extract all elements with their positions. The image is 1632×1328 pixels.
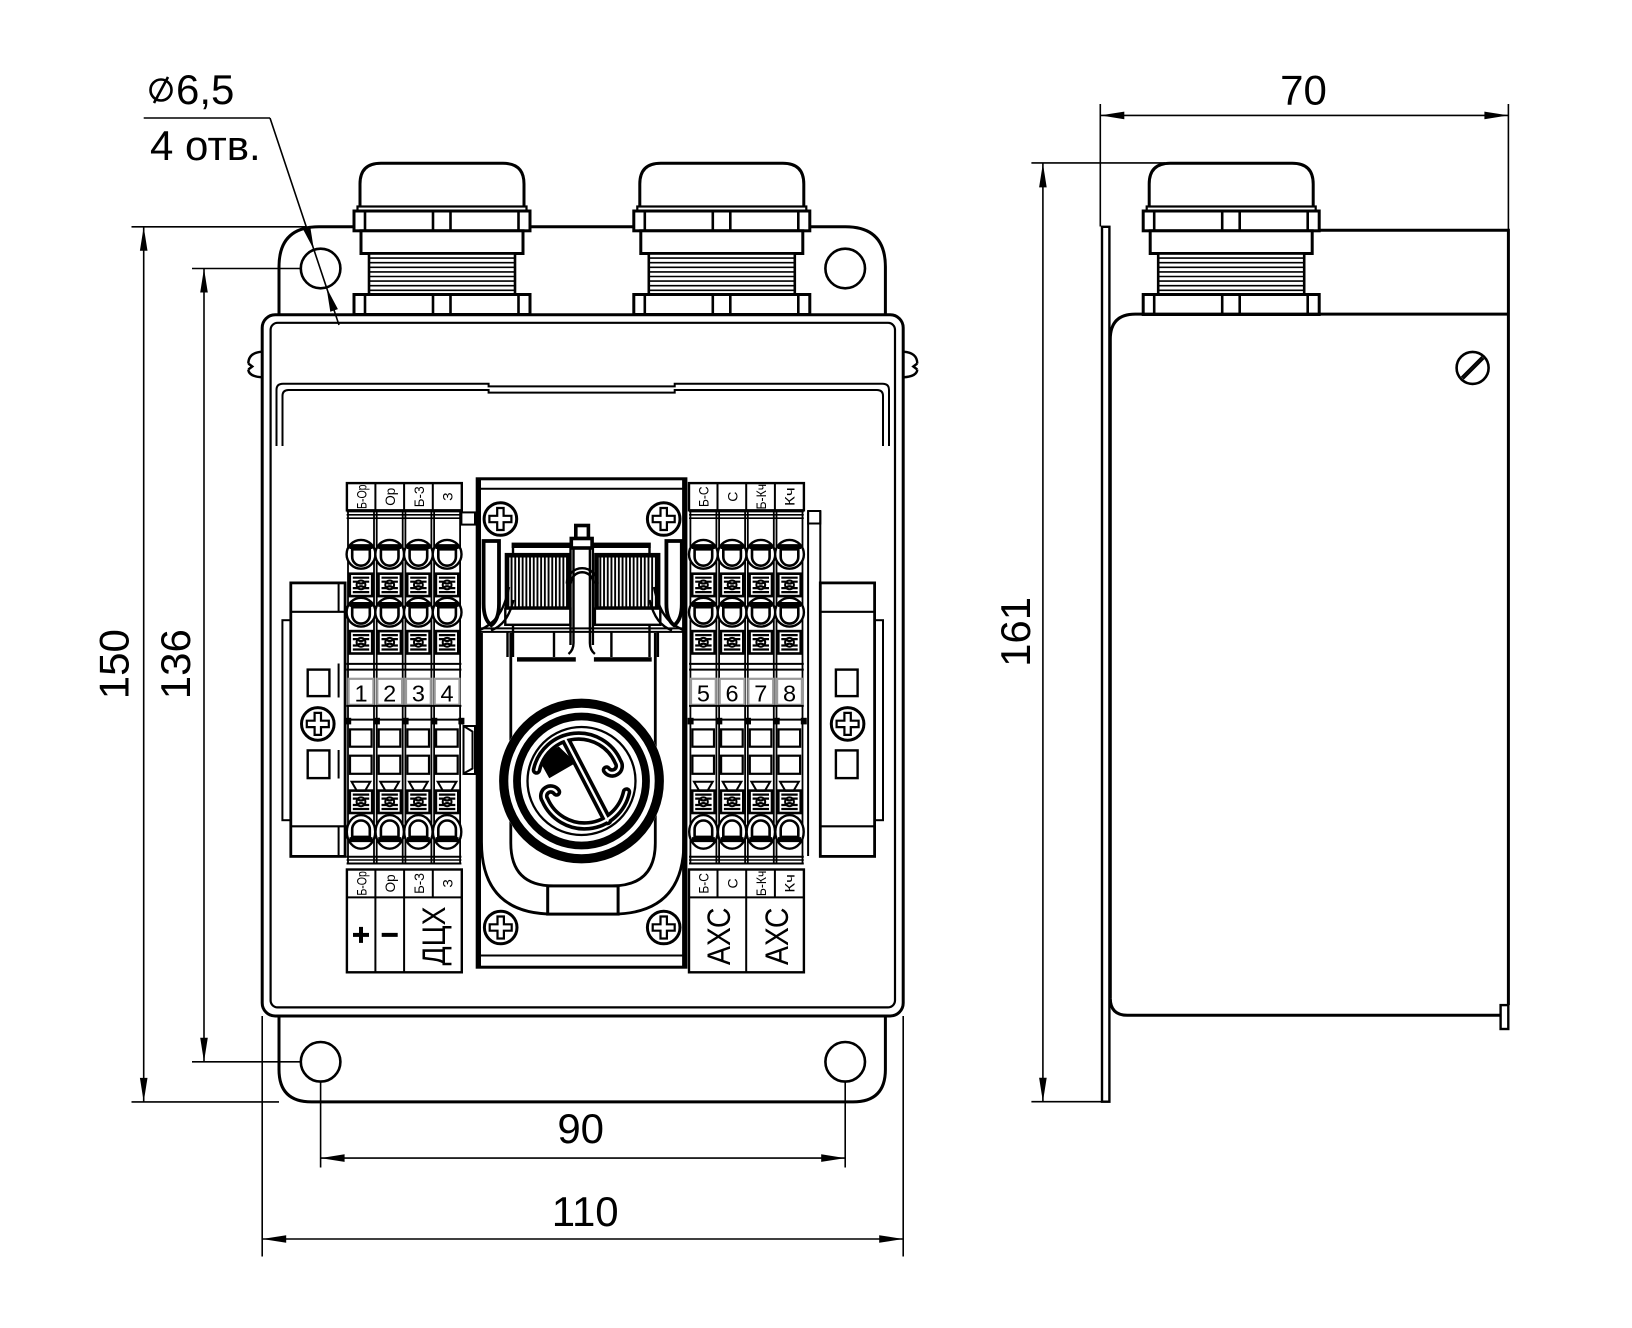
svg-text:70: 70: [1280, 67, 1327, 114]
svg-text:150: 150: [91, 629, 138, 699]
svg-text:7: 7: [754, 681, 767, 707]
svg-text:6: 6: [726, 681, 739, 707]
svg-text:Б-С: Б-С: [696, 486, 712, 507]
svg-text:ДЦХ: ДЦХ: [416, 907, 452, 966]
svg-text:110: 110: [552, 1188, 619, 1235]
svg-text:Б-Ор: Б-Ор: [354, 484, 370, 509]
svg-text:3: 3: [412, 681, 425, 707]
svg-text:С: С: [724, 878, 740, 888]
svg-text:Б-З: Б-З: [411, 486, 427, 507]
svg-text:Б-З: Б-З: [411, 873, 427, 894]
svg-text:6,5: 6,5: [176, 66, 234, 113]
svg-text:8: 8: [783, 681, 796, 707]
svg-text:АХС: АХС: [701, 908, 737, 966]
svg-text:4: 4: [441, 681, 454, 707]
svg-text:Б-С: Б-С: [696, 873, 712, 894]
svg-text:2: 2: [383, 681, 396, 707]
svg-text:Кч: Кч: [782, 874, 798, 893]
svg-text:Б-Ор: Б-Ор: [354, 871, 370, 896]
svg-text:161: 161: [992, 597, 1039, 667]
svg-text:90: 90: [557, 1105, 604, 1152]
svg-text:З: З: [440, 879, 456, 887]
svg-text:5: 5: [697, 681, 710, 707]
svg-text:1: 1: [354, 681, 367, 707]
svg-text:Кч: Кч: [782, 487, 798, 506]
svg-text:4 отв.: 4 отв.: [150, 122, 261, 169]
svg-text:Ор: Ор: [382, 488, 398, 506]
svg-text:С: С: [724, 492, 740, 502]
svg-text:Б-Кч: Б-Кч: [753, 871, 769, 897]
svg-text:З: З: [440, 492, 456, 500]
svg-text:АХС: АХС: [759, 908, 795, 966]
svg-text:136: 136: [152, 629, 199, 699]
svg-text:Ор: Ор: [382, 874, 398, 892]
svg-text:Б-Кч: Б-Кч: [753, 484, 769, 510]
